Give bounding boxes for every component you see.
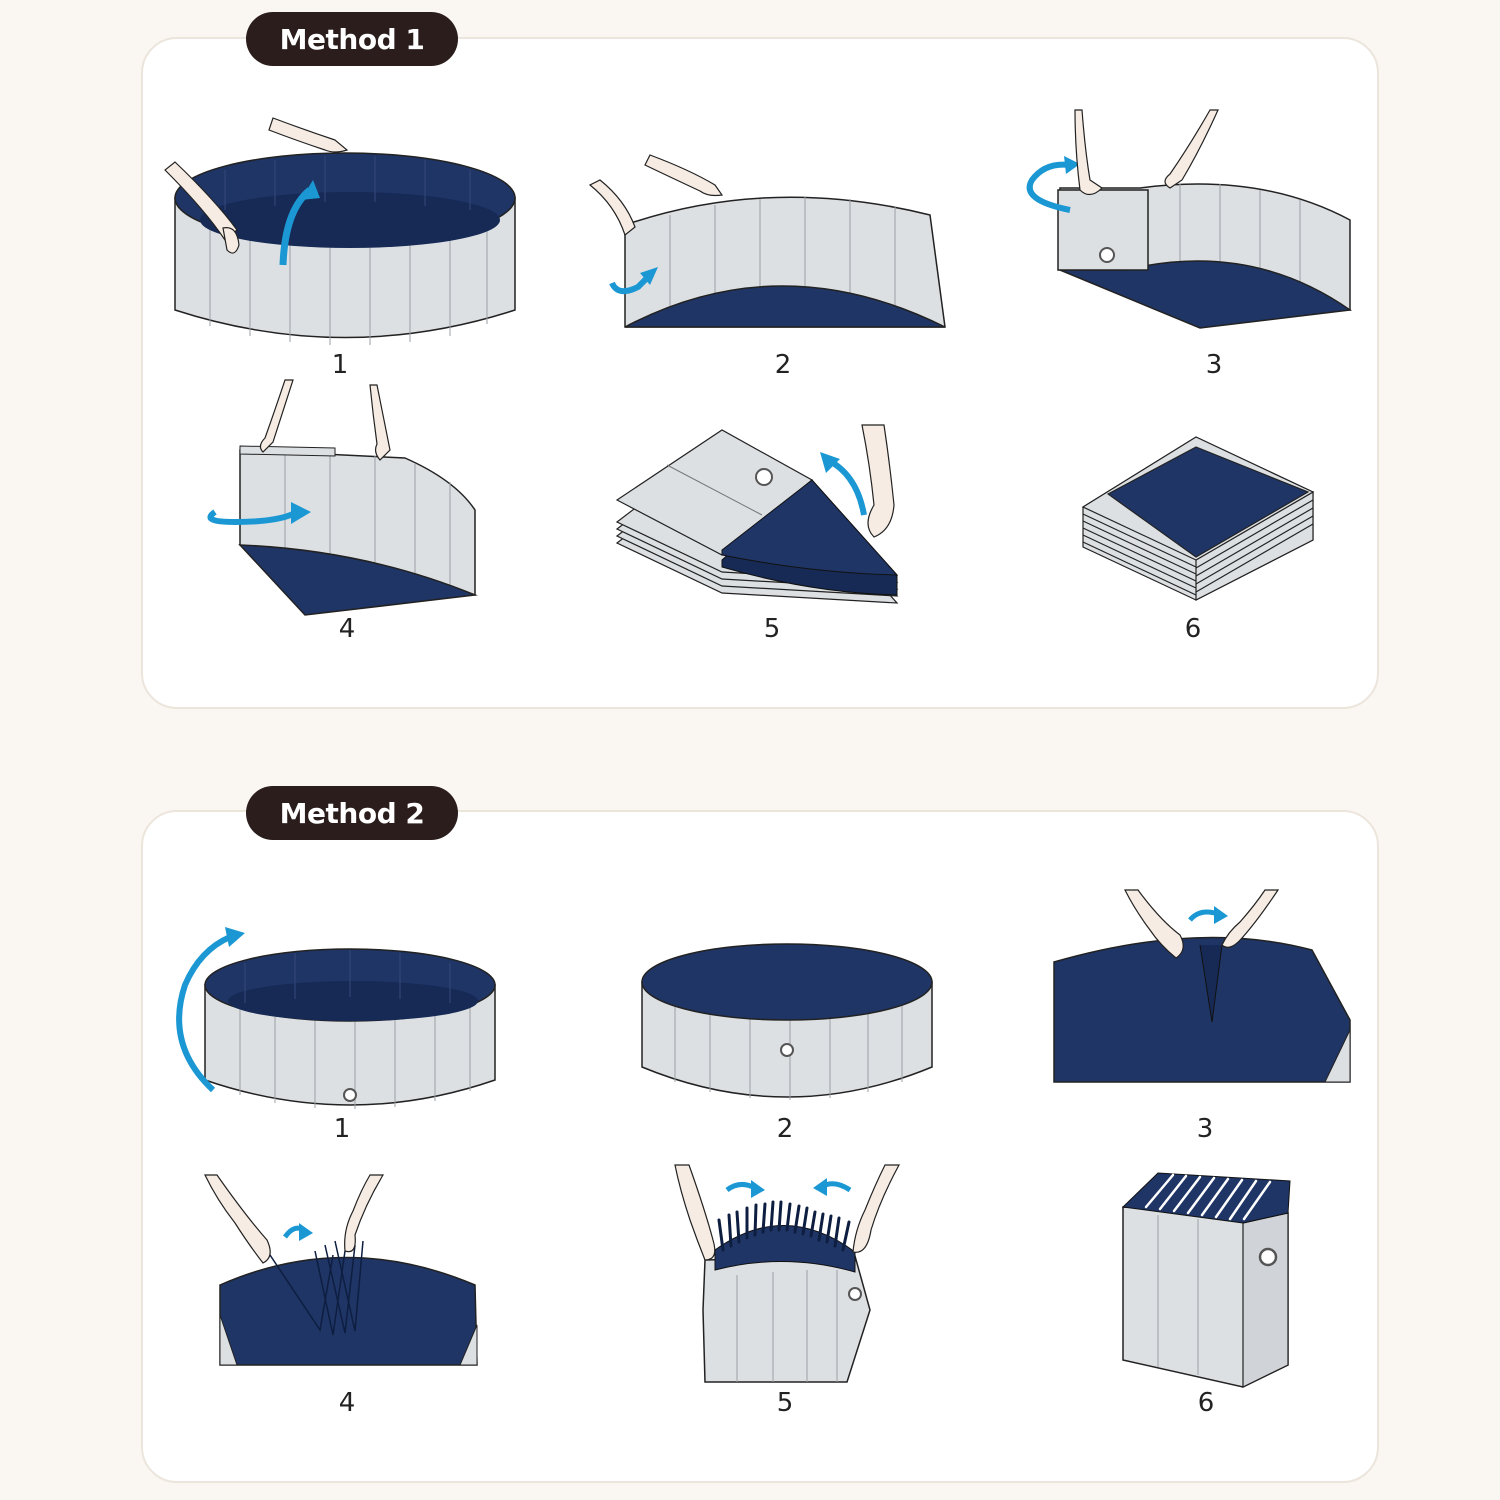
m1-step-6-number: 6 [1184, 614, 1202, 644]
m1-step4-illustration [207, 379, 476, 616]
m2-step-4-number: 4 [338, 1388, 356, 1418]
m2-step-5-number: 5 [776, 1388, 794, 1418]
m2-step1-illustration [176, 927, 496, 1109]
m2-step6-illustration [1121, 1172, 1291, 1388]
m2-step-3-number: 3 [1196, 1114, 1214, 1144]
m1-step6-illustration [1081, 436, 1315, 601]
m1-step2-illustration [588, 154, 946, 328]
m1-step-2-number: 2 [774, 350, 792, 380]
m2-step2-illustration [641, 943, 933, 1100]
m1-step5-illustration [615, 424, 899, 604]
m2-step4-illustration [204, 1174, 478, 1366]
method-1-title: Method 1 [246, 12, 458, 66]
m2-step3-illustration [1053, 889, 1351, 1083]
method-2-title: Method 2 [246, 786, 458, 840]
m1-step-3-number: 3 [1205, 350, 1223, 380]
m1-step-1-number: 1 [331, 350, 349, 380]
m1-step3-illustration [1026, 109, 1353, 329]
m1-step-5-number: 5 [763, 614, 781, 644]
m1-step-4-number: 4 [338, 614, 356, 644]
m2-step-6-number: 6 [1197, 1388, 1215, 1418]
m2-step-1-number: 1 [333, 1114, 351, 1144]
m2-step5-illustration [674, 1164, 901, 1383]
m1-step1-illustration [164, 117, 516, 345]
m2-step-2-number: 2 [776, 1114, 794, 1144]
